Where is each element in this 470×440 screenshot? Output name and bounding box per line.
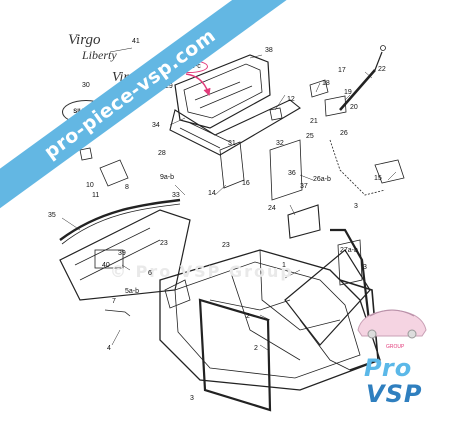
part-label-9a-b: 9a-b <box>160 174 175 181</box>
part-label-20: 20 <box>350 104 358 111</box>
part-label-32: 32 <box>276 140 284 147</box>
trim-panel <box>59 209 191 301</box>
part-label-2b: 2 <box>254 345 258 352</box>
part-label-39: 39 <box>118 250 126 257</box>
part-label-3b: 3 <box>363 264 367 271</box>
brand-group-text: GROUP <box>386 344 405 350</box>
callout-arrow <box>185 73 211 97</box>
part-label-6: 6 <box>148 270 152 277</box>
part-label-11: 11 <box>92 192 100 199</box>
part-label-38: 38 <box>265 47 273 54</box>
virgo-liberty-script-line2: Liberty <box>82 48 117 62</box>
part-label-8: 8 <box>125 184 129 191</box>
tailgate-glass <box>174 54 271 129</box>
brand-logo: GROUP Pro VSP <box>342 300 442 420</box>
part-label-40: 40 <box>102 262 110 269</box>
leader-lines <box>61 47 397 351</box>
part-label-37: 37 <box>300 183 308 190</box>
part-label-36: 36 <box>288 170 296 177</box>
hinge-parts <box>79 79 347 201</box>
gas-strut <box>339 45 386 111</box>
part-label-24: 24 <box>268 205 276 212</box>
part-label-33: 33 <box>172 192 180 199</box>
part-label-17: 17 <box>338 67 346 74</box>
part-label-34: 34 <box>152 122 160 129</box>
part-label-10: 10 <box>86 182 94 189</box>
part-label-19: 19 <box>344 89 352 96</box>
part-label-41: 41 <box>132 38 140 45</box>
part-label-7: 7 <box>112 298 116 305</box>
part-label-23b: 23 <box>222 242 230 249</box>
part-label-16: 16 <box>242 180 250 187</box>
part-label-12: 12 <box>287 96 295 103</box>
seal-strip <box>59 198 181 245</box>
part-label-3c: 3 <box>190 395 194 402</box>
part-label-21: 21 <box>310 118 318 125</box>
brand-pro-text: Pro <box>364 354 413 382</box>
part-label-5a-b: 5a-b <box>125 288 140 295</box>
watermark: © Pro VSP Group <box>110 262 294 281</box>
part-label-2a: 2 <box>246 313 250 320</box>
part-label-31: 31 <box>228 140 236 147</box>
part-label-3a: 3 <box>354 203 358 210</box>
part-label-15: 15 <box>374 175 382 182</box>
virgo-liberty-script-line1: Virgo <box>68 32 101 48</box>
car-body <box>159 249 381 391</box>
part-label-26: 26 <box>340 130 348 137</box>
part-label-4: 4 <box>107 345 111 352</box>
clip-part <box>104 309 131 317</box>
rear-hatch <box>169 99 301 156</box>
part-label-22: 22 <box>378 66 386 73</box>
part-label-28: 28 <box>158 150 166 157</box>
part-label-1: 1 <box>282 262 286 269</box>
latch-cable <box>329 139 405 196</box>
part-label-30: 30 <box>82 82 90 89</box>
brand-vsp-text: VSP <box>366 380 423 408</box>
car-logo-icon <box>357 309 427 339</box>
part-label-14: 14 <box>208 190 216 197</box>
part-label-25: 25 <box>306 133 314 140</box>
part-label-23a: 23 <box>160 240 168 247</box>
part-label-29: 29 <box>165 83 173 90</box>
part-label-27a-b: 27a-b <box>340 247 358 254</box>
part-label-18: 18 <box>322 80 330 87</box>
part-label-26a-b: 26a-b <box>313 176 331 183</box>
part-label-35: 35 <box>48 212 56 219</box>
